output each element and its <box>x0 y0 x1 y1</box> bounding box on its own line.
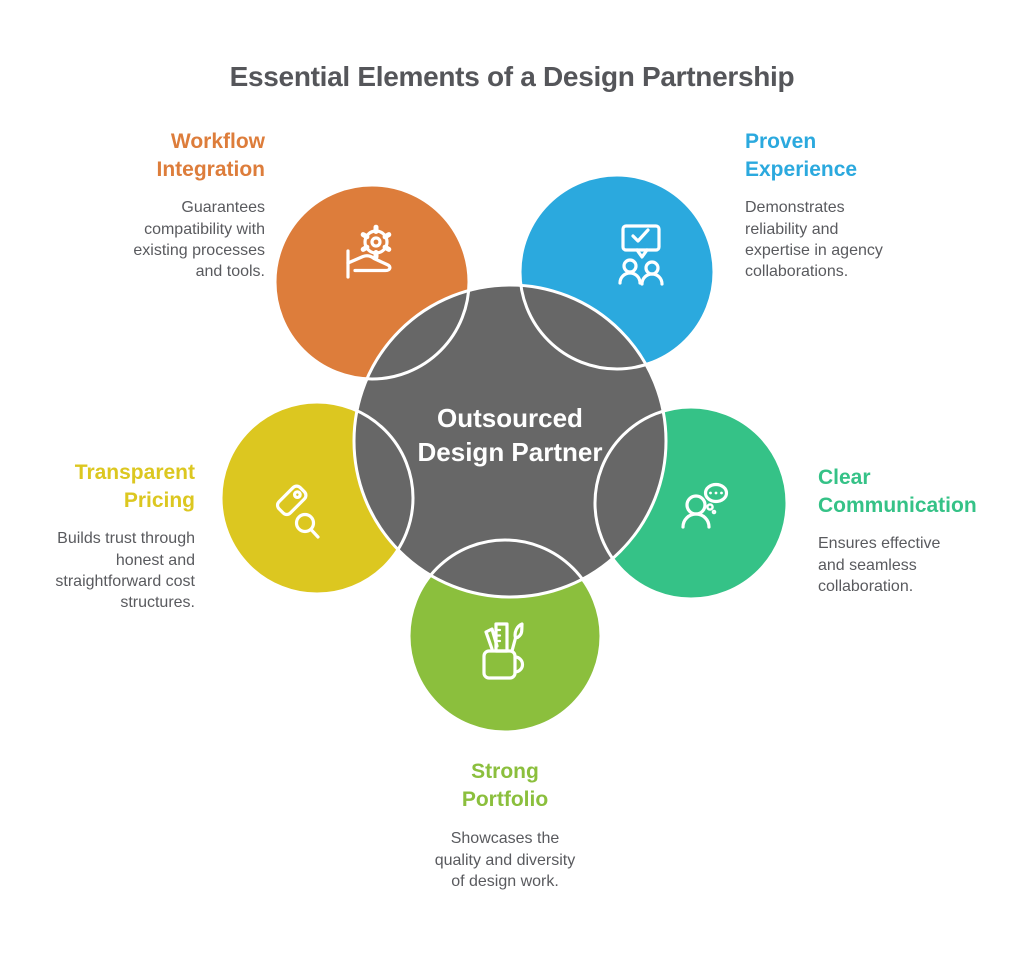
note-description: Showcases the quality and diversity of d… <box>434 830 576 890</box>
note-heading: Workflow Integration <box>156 130 266 181</box>
note-heading: Transparent Pricing <box>74 461 195 512</box>
presentation-checkmark-icon <box>618 224 664 286</box>
note-strong-portfolio: Strong Portfolio Showcases the quality a… <box>405 758 605 892</box>
note-clear-communication: Clear Communication Ensures effective an… <box>818 464 986 597</box>
note-heading: Clear Communication <box>818 466 977 517</box>
price-tag-magnifier-icon <box>275 484 320 539</box>
note-transparent-pricing: Transparent Pricing Builds trust through… <box>29 459 195 613</box>
person-thought-bubble-icon <box>681 482 729 529</box>
note-proven-experience: Proven Experience Demonstrates reliabili… <box>745 128 895 282</box>
page-title: Essential Elements of a Design Partnersh… <box>229 61 795 92</box>
note-workflow-integration: Workflow Integration Guarantees compatib… <box>115 128 265 282</box>
center-circle-label: Outsourced Design Partner <box>417 403 603 467</box>
note-description: Ensures effective and seamless collabora… <box>818 535 941 595</box>
note-description: Guarantees compatibility with existing p… <box>133 199 265 280</box>
note-heading: Proven Experience <box>745 130 858 181</box>
note-heading: Strong Portfolio <box>461 760 549 811</box>
hand-gear-icon <box>346 224 392 279</box>
note-description: Builds trust through honest and straight… <box>55 530 195 611</box>
circle-outlines <box>219 173 789 734</box>
design-tools-mug-icon <box>482 622 525 680</box>
note-description: Demonstrates reliability and expertise i… <box>745 199 883 280</box>
